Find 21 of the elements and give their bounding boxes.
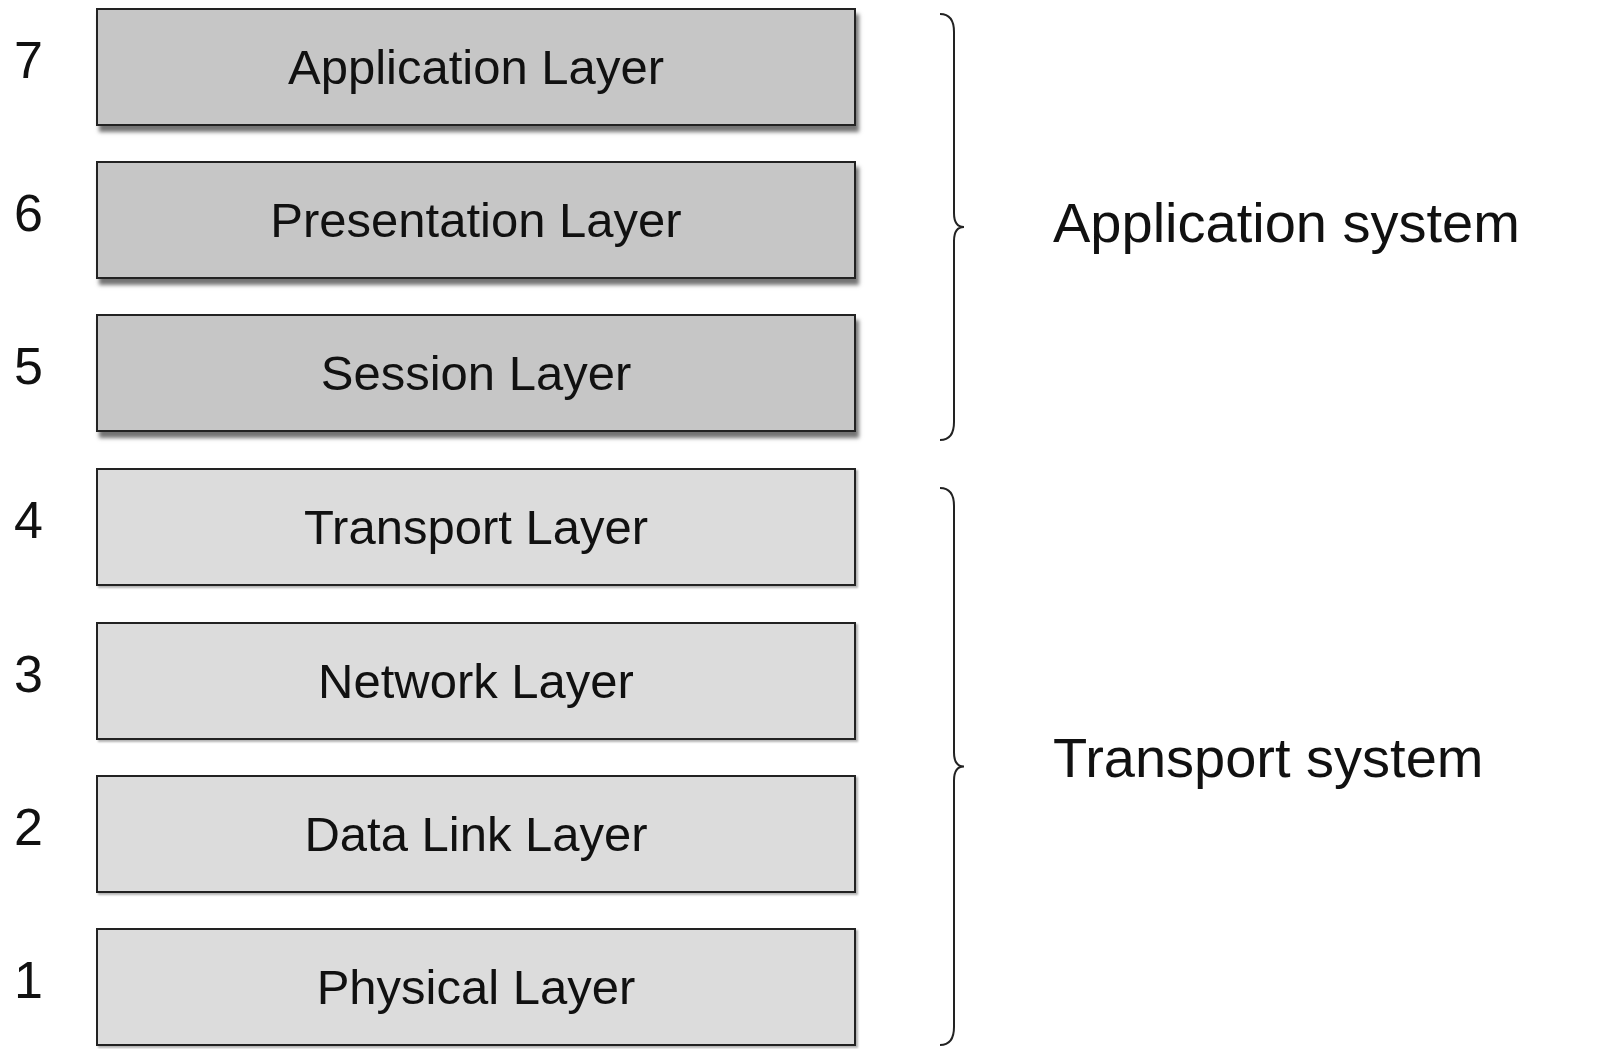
layer-box (96, 928, 856, 1046)
layer-name: Presentation Layer (270, 192, 682, 248)
layer-box (96, 161, 856, 279)
layer-box (96, 775, 856, 893)
layer-number: 1 (14, 954, 43, 1006)
layer-number: 2 (14, 801, 43, 853)
layer-number: 3 (14, 648, 43, 700)
layer-box (96, 622, 856, 740)
layer-number: 6 (14, 187, 43, 239)
layer-name: Session Layer (320, 345, 632, 401)
layer-box (96, 314, 856, 432)
layer-name: Network Layer (318, 653, 634, 709)
layer-name: Physical Layer (316, 959, 636, 1015)
layer-name: Application Layer (288, 39, 664, 95)
layer-name: Data Link Layer (304, 806, 648, 862)
layer-box (96, 468, 856, 586)
layer-number: 5 (14, 340, 43, 392)
layer-name: Transport Layer (303, 499, 649, 555)
layer-number: 7 (14, 34, 43, 86)
layer-number: 4 (14, 494, 43, 546)
layer-box (96, 8, 856, 126)
